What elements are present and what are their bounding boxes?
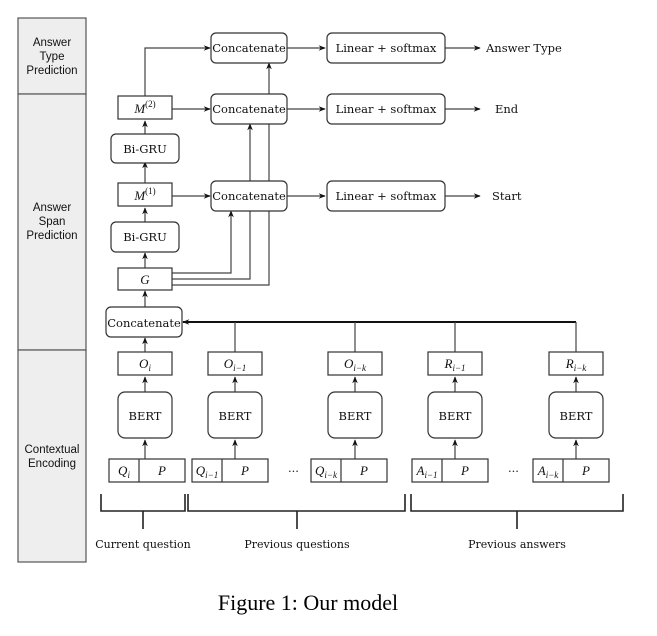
encoder-input-passage: P <box>460 463 469 478</box>
encoder-input-box <box>411 458 489 483</box>
stage-label-line: Span <box>39 216 66 228</box>
stage-label-line: Prediction <box>26 65 77 77</box>
bert-box <box>117 391 173 439</box>
group-label: Previous answers <box>468 538 566 551</box>
linear-end-node: Linear + softmax <box>326 93 446 125</box>
wire-g-through-concat-start-2 <box>172 211 270 286</box>
encoder-input-left: Ai−1 <box>415 463 437 480</box>
encoder-input-left: Qi−1 <box>196 463 218 480</box>
concat-input-node: Concatenate <box>105 306 183 338</box>
m1-node: M(1) <box>117 182 173 207</box>
stage-answer-span: Answer Span Prediction <box>17 93 87 351</box>
bracket <box>100 494 186 512</box>
bert-label: BERT <box>219 409 252 423</box>
bracket <box>410 494 624 512</box>
stage-label-line: Contextual <box>25 444 80 456</box>
output-end: End <box>495 102 519 116</box>
group-previous-answers: Previous answers <box>410 494 624 551</box>
encoder-input-box <box>532 458 610 483</box>
linear-type-node: Linear + softmax <box>326 32 446 64</box>
bert-label: BERT <box>560 409 593 423</box>
bigru-bottom-node: Bi-GRU <box>110 221 180 253</box>
output-start: Start <box>492 189 522 203</box>
encoder-input-left: Qi−k <box>315 463 338 480</box>
group-label: Current question <box>95 538 190 551</box>
concat-type-label: Concatenate <box>212 41 286 55</box>
encoder-input-left: Qi <box>118 463 130 480</box>
linear-end-label: Linear + softmax <box>336 102 437 116</box>
encoder-output-box <box>427 351 483 376</box>
encoder-input-box <box>310 458 388 483</box>
g-node: G <box>117 267 173 291</box>
ellipsis-answers: ··· <box>508 464 519 478</box>
encoder-output-label: Ri−k <box>565 356 588 373</box>
encoder-input-passage: P <box>359 463 368 478</box>
concat-type-node: Concatenate <box>210 32 288 64</box>
encoder-output-box <box>207 351 263 376</box>
encoder-output-box <box>548 351 604 376</box>
encoder-output-label: Oi <box>139 356 151 373</box>
encoder-input-passage: P <box>157 463 166 478</box>
m2-label: M(2) <box>133 99 155 116</box>
encoder-output-label: Oi−k <box>344 356 367 373</box>
concat-start-label: Concatenate <box>212 189 286 203</box>
arrow-m2-to-concat-type <box>144 45 211 96</box>
concat-end-label: Concatenate <box>212 102 286 116</box>
stage-label-line: Type <box>40 51 65 63</box>
concat-end-node: Concatenate <box>210 93 288 125</box>
stage-label-line: Prediction <box>26 230 77 242</box>
bert-box <box>327 391 383 439</box>
encoder-output-box <box>327 351 383 376</box>
encoder-output-label: Ri−1 <box>443 356 465 373</box>
m2-node: M(2) <box>117 95 173 120</box>
connections <box>142 45 577 352</box>
encoder-output-box <box>117 351 173 376</box>
bert-box <box>427 391 483 439</box>
arrow-g-to-concat-start <box>172 210 234 274</box>
g-label: G <box>140 272 150 287</box>
bracket <box>187 494 406 512</box>
bert-label: BERT <box>129 409 162 423</box>
m1-label: M(1) <box>133 186 155 203</box>
ellipsis-questions: ··· <box>288 464 299 478</box>
encoder-input-box <box>108 458 186 483</box>
output-answer-type: Answer Type <box>485 41 562 55</box>
concat-input-label: Concatenate <box>107 316 181 330</box>
encoder-output-label: Oi−1 <box>224 356 246 373</box>
bert-box <box>548 391 604 439</box>
stage-answer-type: Answer Type Prediction <box>17 17 87 95</box>
bert-label: BERT <box>439 409 472 423</box>
bigru-top-label: Bi-GRU <box>123 142 167 156</box>
stage-label-line: Answer <box>33 37 72 49</box>
bert-label: BERT <box>339 409 372 423</box>
group-label: Previous questions <box>244 538 350 551</box>
linear-type-label: Linear + softmax <box>336 41 437 55</box>
figure-caption: Figure 1: Our model <box>218 590 398 615</box>
linear-start-label: Linear + softmax <box>336 189 437 203</box>
stage-label-line: Encoding <box>28 458 76 470</box>
encoder-input-passage: P <box>240 463 249 478</box>
concat-start-node: Concatenate <box>210 180 288 212</box>
encoder-input-box <box>191 458 269 483</box>
bigru-bottom-label: Bi-GRU <box>123 230 167 244</box>
encoder-input-passage: P <box>581 463 590 478</box>
encoder-input-left: Ai−k <box>537 463 560 480</box>
group-previous-questions: Previous questions <box>187 494 406 551</box>
stage-contextual-encoding: Contextual Encoding <box>17 349 87 563</box>
group-current-question: Current question <box>95 494 191 551</box>
stage-label-line: Answer <box>33 202 72 214</box>
wire-g-through-concat-start <box>172 211 251 280</box>
linear-start-node: Linear + softmax <box>326 180 446 212</box>
bigru-top-node: Bi-GRU <box>110 133 180 164</box>
bert-box <box>207 391 263 439</box>
